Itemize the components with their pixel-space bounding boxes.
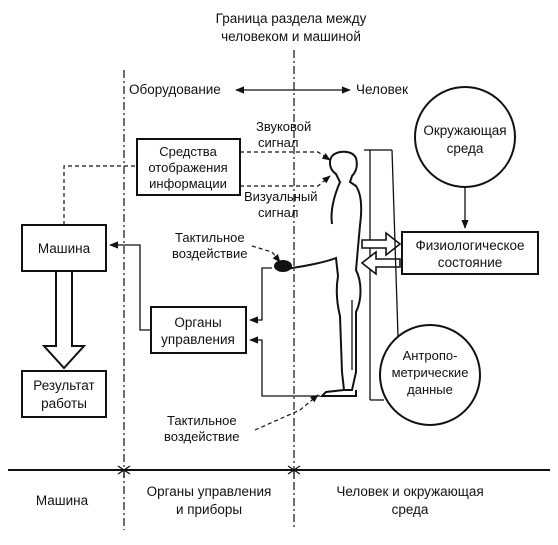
- anthro-link-line: [391, 149, 399, 337]
- physiological-state-box: [401, 231, 539, 275]
- tactile-bottom-line-2: воздействие: [164, 429, 239, 444]
- controls-machine-arrow: [109, 241, 151, 331]
- footer-human-line-2: среда: [392, 502, 429, 517]
- controls-box-line-1: Органы: [174, 315, 221, 330]
- physio-human-arrow-left: [360, 250, 401, 276]
- human-face-outline: [328, 155, 342, 225]
- sound-signal-line-1: Звуковой: [256, 119, 311, 134]
- anthropometric-circle: [379, 324, 481, 426]
- hand-controls-arrow: [249, 267, 272, 324]
- anthro-line-3: данные: [407, 382, 453, 397]
- tactile-top-line-1: Тактильное: [175, 230, 245, 245]
- sound-signal-line-2: сигнал: [258, 135, 299, 150]
- result-box-line-2: работы: [41, 396, 87, 411]
- tactile-bottom-dashed-arrow: [254, 394, 319, 431]
- anthro-line-1: Антропо-: [403, 348, 458, 363]
- display-box-line-3: информации: [149, 176, 227, 191]
- footer-controls-line-2: и приборы: [176, 502, 242, 517]
- controls-box: [150, 306, 247, 354]
- visual-signal-line-2: сигнал: [258, 205, 299, 220]
- controls-box-line-2: управления: [161, 332, 235, 347]
- footer-arrow-2: [122, 465, 131, 475]
- footer-controls-line-1: Органы управления: [147, 484, 272, 499]
- title-line-2: человеком и машиной: [221, 29, 361, 44]
- sound-signal-path: [240, 151, 331, 161]
- human-label: Человек: [356, 82, 408, 97]
- foot-controls-arrow: [249, 336, 320, 397]
- equipment-label: Оборудование: [129, 82, 221, 97]
- human-body-outline: [283, 150, 363, 391]
- human-hand: [274, 260, 292, 272]
- title-line-1: Граница раздела между: [216, 11, 367, 26]
- machine-display-link: [63, 165, 137, 225]
- visual-signal-path: [240, 175, 331, 187]
- physio-line-2: состояние: [438, 255, 503, 270]
- machine-result-hollow-arrow: [41, 270, 87, 370]
- tactile-bottom-line-1: Тактильное: [167, 413, 237, 428]
- anthro-line-2: метрические: [392, 365, 469, 380]
- visual-signal-line-1: Визуальный: [244, 189, 317, 204]
- footer-human-line-1: Человек и окружающая: [336, 484, 483, 499]
- display-box-line-2: отображения: [148, 160, 227, 175]
- display-box-line-1: Средства: [159, 144, 217, 159]
- human-physio-arrow-right: [361, 231, 402, 257]
- work-result-box: [21, 370, 107, 418]
- machine-box-label: Машина: [38, 241, 91, 256]
- environment-line-1: Окружающая: [423, 123, 506, 138]
- footer-arrow-4: [292, 465, 301, 475]
- tactile-top-line-2: воздействие: [172, 246, 247, 261]
- physio-line-1: Физиологическое: [415, 238, 524, 253]
- human-figure: [274, 150, 363, 397]
- human-foot: [319, 389, 357, 397]
- environment-line-2: среда: [447, 141, 484, 156]
- result-box-line-1: Результат: [33, 378, 94, 393]
- footer-machine-label: Машина: [36, 493, 89, 508]
- display-means-box: [136, 138, 241, 196]
- tactile-top-dashed-arrow: [251, 245, 281, 263]
